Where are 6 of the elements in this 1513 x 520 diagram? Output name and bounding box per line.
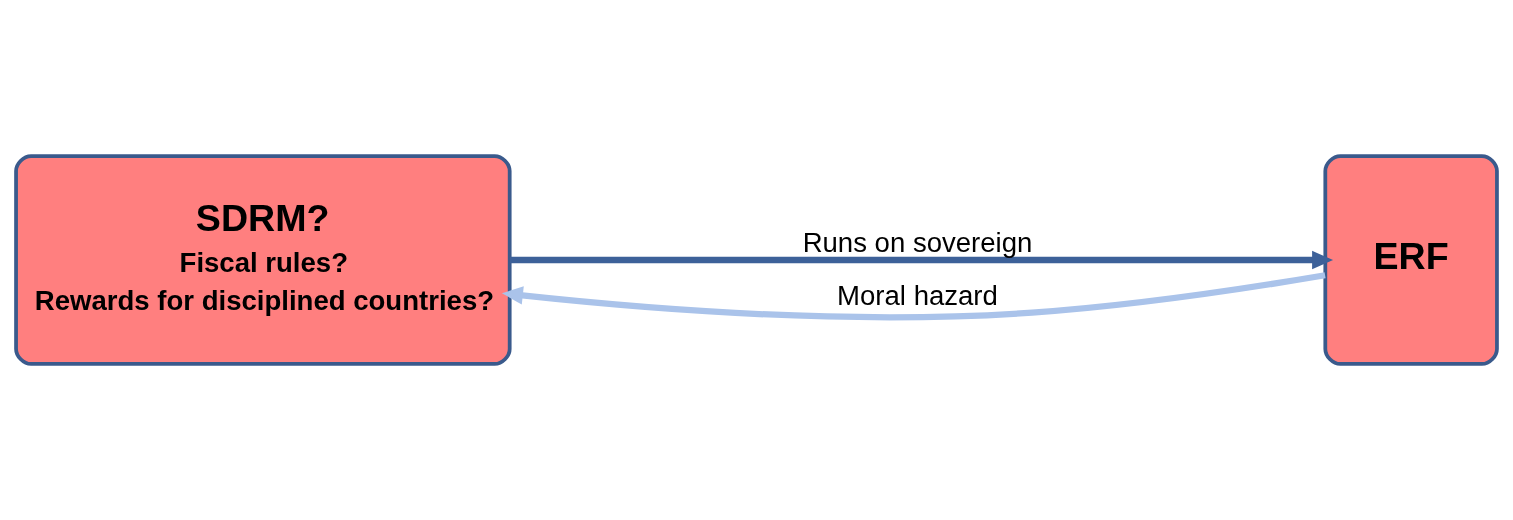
node-box: SDRM? Fiscal rules? Rewards for disciplined countries?: [14, 154, 512, 366]
arrow: [501, 272, 1326, 321]
edge-label: Runs on sovereign: [802, 226, 1033, 258]
node-box: ERF: [1323, 154, 1499, 366]
edge-label: Moral hazard: [837, 279, 998, 311]
arrow: [509, 250, 1334, 270]
